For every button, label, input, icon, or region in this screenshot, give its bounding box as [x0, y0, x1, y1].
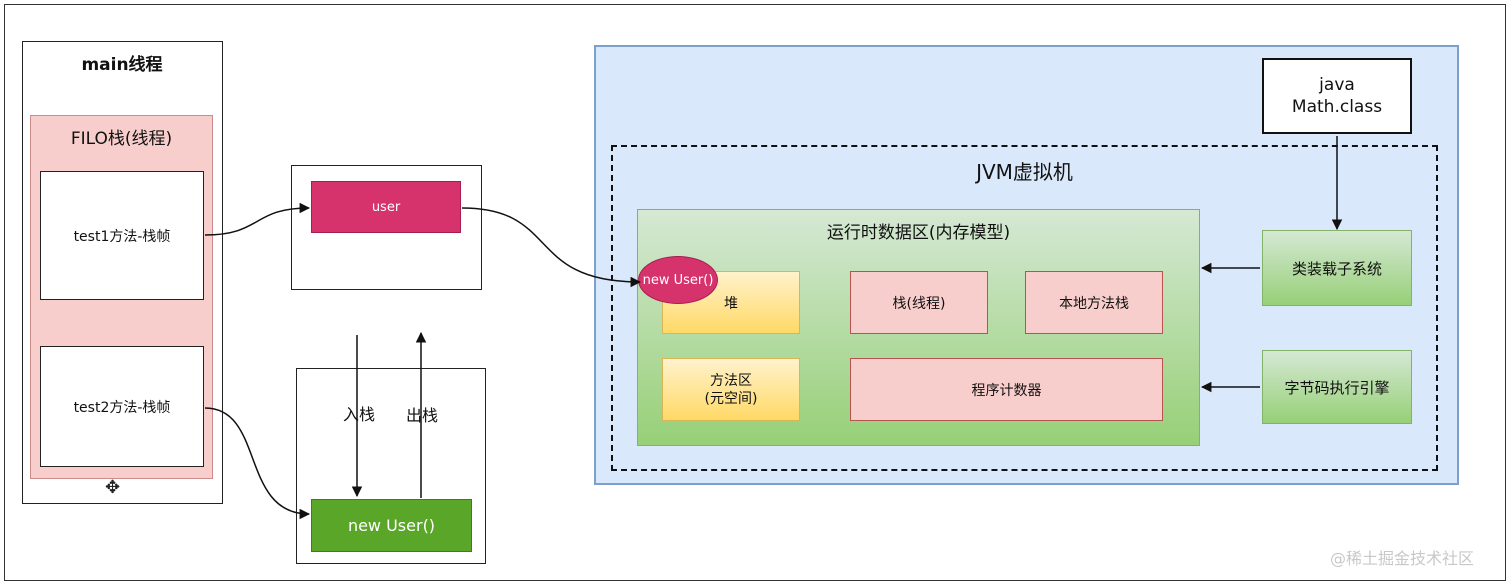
- main-thread-title: main线程: [81, 55, 163, 75]
- native-method-stack-box: 本地方法栈: [1025, 271, 1163, 334]
- push-label: 入栈: [343, 405, 376, 424]
- class-file-line-1: java: [1319, 75, 1355, 95]
- jvm-boundary: [611, 145, 1438, 471]
- stack-area-box: 栈(线程): [850, 271, 988, 334]
- method-area-sublabel: (元空间): [704, 390, 758, 407]
- method-area-box: 方法区 (元空间): [662, 358, 800, 421]
- class-loader-box: 类装载子系统: [1262, 230, 1412, 306]
- stack-frame-test1: test1方法-栈帧: [40, 171, 204, 300]
- watermark: @稀土掘金技术社区: [1330, 549, 1475, 568]
- filo-stack-title: FILO栈(线程): [70, 129, 173, 149]
- execution-engine-label: 字节码执行引擎: [1284, 378, 1390, 397]
- program-counter-box: 程序计数器: [850, 358, 1163, 421]
- native-method-stack-label: 本地方法栈: [1059, 295, 1129, 312]
- operand-new-user-label: new User(): [347, 516, 436, 535]
- program-counter-label: 程序计数器: [971, 382, 1042, 399]
- stack-frame-test2-label: test2方法-栈帧: [73, 399, 171, 416]
- heap-label: 堆: [724, 295, 738, 312]
- arrow-user-to-heap: [461, 207, 642, 288]
- stack-frame-test2: test2方法-栈帧: [40, 346, 204, 467]
- user-reference: user: [311, 181, 461, 233]
- class-loader-label: 类装载子系统: [1291, 259, 1382, 278]
- pop-label: 出栈: [406, 406, 439, 425]
- heap-new-user-label: new User(): [642, 272, 714, 288]
- move-icon[interactable]: ✥: [105, 477, 121, 498]
- user-reference-label: user: [371, 199, 401, 215]
- operand-new-user: new User(): [311, 499, 472, 552]
- arrow-test1-to-user: [204, 202, 311, 236]
- execution-engine-box: 字节码执行引擎: [1262, 350, 1412, 424]
- runtime-data-area-title: 运行时数据区(内存模型): [826, 223, 1011, 243]
- jvm-title: JVM虚拟机: [976, 160, 1073, 184]
- method-area-label: 方法区: [710, 372, 752, 389]
- stack-frame-test1-label: test1方法-栈帧: [73, 228, 171, 245]
- arrow-test2-to-stack-object: [204, 407, 311, 520]
- class-file-line-2: Math.class: [1291, 97, 1383, 117]
- canvas-border: [4, 4, 1506, 581]
- class-file-box: java Math.class: [1262, 58, 1412, 134]
- stack-area-label: 栈(线程): [892, 295, 946, 312]
